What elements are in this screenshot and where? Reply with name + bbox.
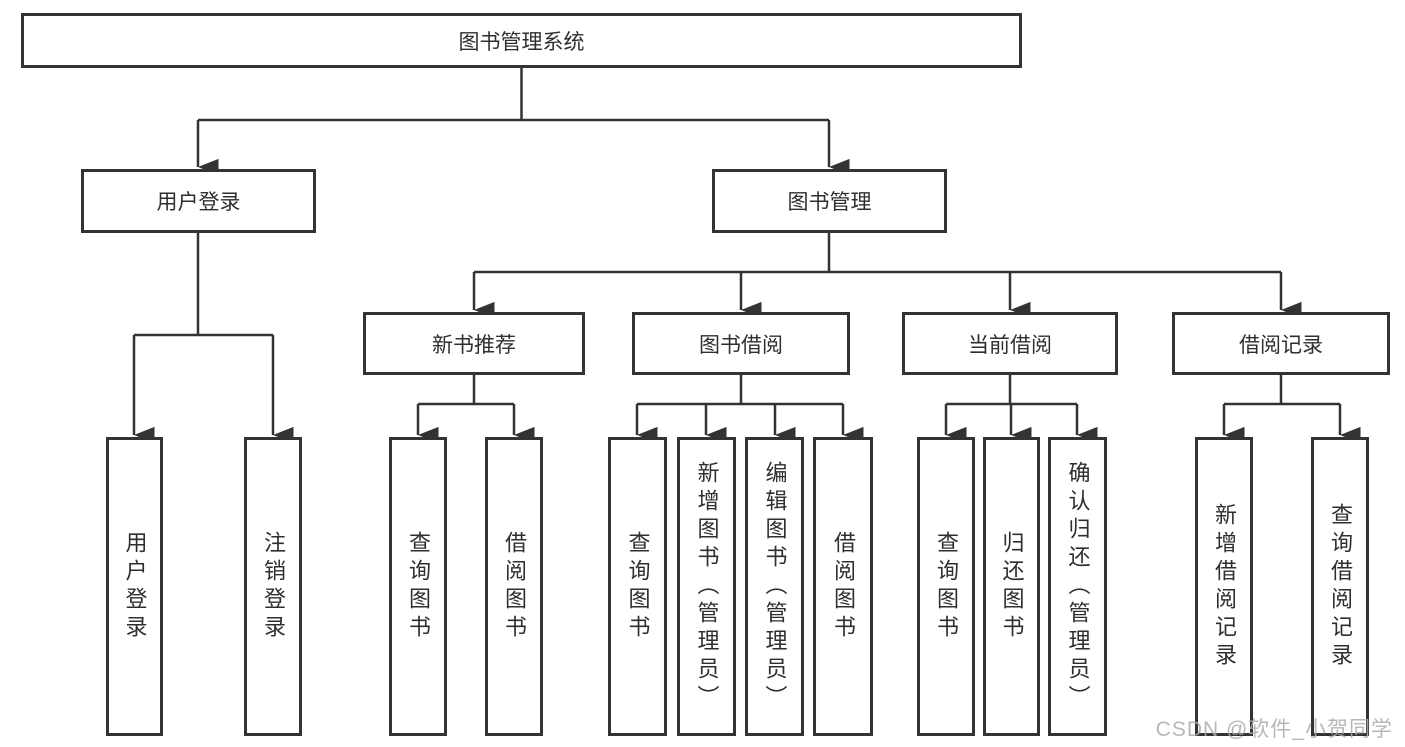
leaf-cb-return-books-label: 归还图书: [999, 530, 1025, 643]
leaf-rec-borrow-books-label: 借阅图书: [502, 530, 527, 643]
leaf-br-query-record-label: 查询借阅记录: [1328, 502, 1353, 671]
watermark: CSDN @软件_小贺同学: [1155, 718, 1393, 741]
node-borrow-record-label: 借阅记录: [1239, 333, 1323, 357]
leaf-br-add-record: 新增借阅记录: [1195, 437, 1253, 736]
leaf-cb-query-books: 查询图书: [917, 437, 975, 736]
node-new-book-rec-label: 新书推荐: [432, 333, 516, 357]
leaf-user-login-label: 用户登录: [122, 530, 148, 643]
leaf-bb-add-books: 新增图书（管理员）: [677, 437, 736, 736]
node-user-login-label: 用户登录: [156, 191, 241, 214]
node-book-borrow-label: 图书借阅: [699, 333, 783, 357]
leaf-bb-query-books: 查询图书: [608, 437, 667, 736]
leaf-user-login: 用户登录: [106, 437, 163, 736]
node-current-borrow: 当前借阅: [902, 312, 1118, 375]
leaf-br-query-record: 查询借阅记录: [1311, 437, 1369, 736]
leaf-br-add-record-label: 新增借阅记录: [1212, 502, 1237, 671]
node-root-label: 图书管理系统: [458, 30, 585, 54]
leaf-logout-label: 注销登录: [261, 530, 286, 643]
leaf-rec-query-books: 查询图书: [389, 437, 447, 736]
leaf-cb-query-books-label: 查询图书: [934, 530, 959, 643]
leaf-cb-confirm-return: 确认归还（管理员）: [1048, 437, 1107, 736]
leaf-logout: 注销登录: [244, 437, 302, 736]
leaf-cb-confirm-return-label: 确认归还（管理员）: [1065, 460, 1091, 713]
node-book-borrow: 图书借阅: [632, 312, 850, 375]
node-borrow-record: 借阅记录: [1172, 312, 1390, 375]
leaf-bb-add-books-label: 新增图书（管理员）: [694, 460, 720, 713]
node-book-mgmt-label: 图书管理: [787, 191, 872, 214]
leaf-bb-edit-books-label: 编辑图书（管理员）: [762, 460, 788, 713]
leaf-bb-edit-books: 编辑图书（管理员）: [745, 437, 804, 736]
node-current-borrow-label: 当前借阅: [968, 333, 1052, 357]
leaf-rec-borrow-books: 借阅图书: [485, 437, 543, 736]
node-book-mgmt: 图书管理: [712, 169, 947, 233]
node-user-login: 用户登录: [81, 169, 316, 233]
leaf-bb-borrow-books: 借阅图书: [813, 437, 873, 736]
leaf-bb-borrow-books-label: 借阅图书: [831, 530, 856, 643]
node-new-book-rec: 新书推荐: [363, 312, 585, 375]
leaf-bb-query-books-label: 查询图书: [625, 530, 651, 643]
leaf-cb-return-books: 归还图书: [983, 437, 1040, 736]
node-root: 图书管理系统: [21, 13, 1022, 68]
connectors: [132, 68, 1361, 444]
leaf-rec-query-books-label: 查询图书: [406, 530, 431, 643]
